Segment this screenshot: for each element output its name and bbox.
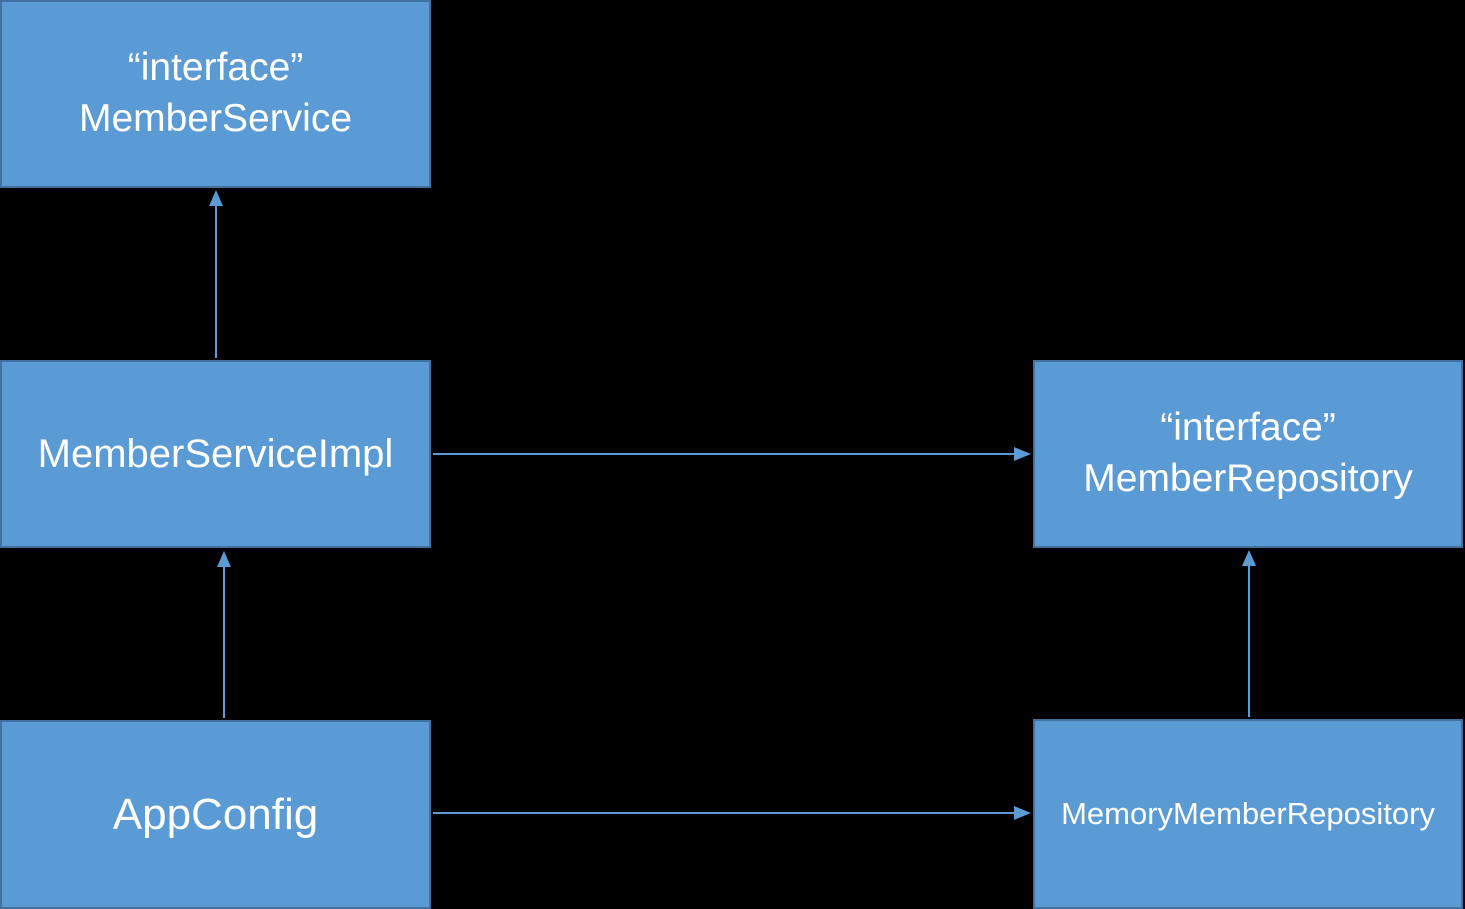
class-name: MemberRepository	[1083, 457, 1413, 500]
stereotype-label: “interface”	[1160, 406, 1336, 450]
node-app-config: AppConfig	[0, 720, 431, 909]
arrow-memorymemberrepository-to-memberrepository	[1242, 550, 1256, 717]
arrow-appconfig-to-memberserviceimpl	[217, 551, 231, 718]
class-name: AppConfig	[112, 789, 319, 839]
node-member-repository: “interface” MemberRepository	[1033, 360, 1463, 548]
arrow-memberserviceimpl-to-memberrepository	[433, 447, 1031, 461]
node-memory-member-repository: MemoryMemberRepository	[1033, 719, 1463, 909]
stereotype-label: “interface”	[127, 46, 304, 90]
node-member-service-impl: MemberServiceImpl	[0, 360, 431, 548]
class-name: MemberService	[78, 97, 353, 140]
class-name: MemoryMemberRepository	[1061, 795, 1435, 831]
arrow-memberserviceimpl-to-memberservice	[209, 190, 223, 358]
node-member-service: “interface” MemberService	[0, 0, 431, 188]
class-name: MemberServiceImpl	[37, 432, 394, 476]
arrow-appconfig-to-memorymemberrepository	[433, 806, 1031, 820]
